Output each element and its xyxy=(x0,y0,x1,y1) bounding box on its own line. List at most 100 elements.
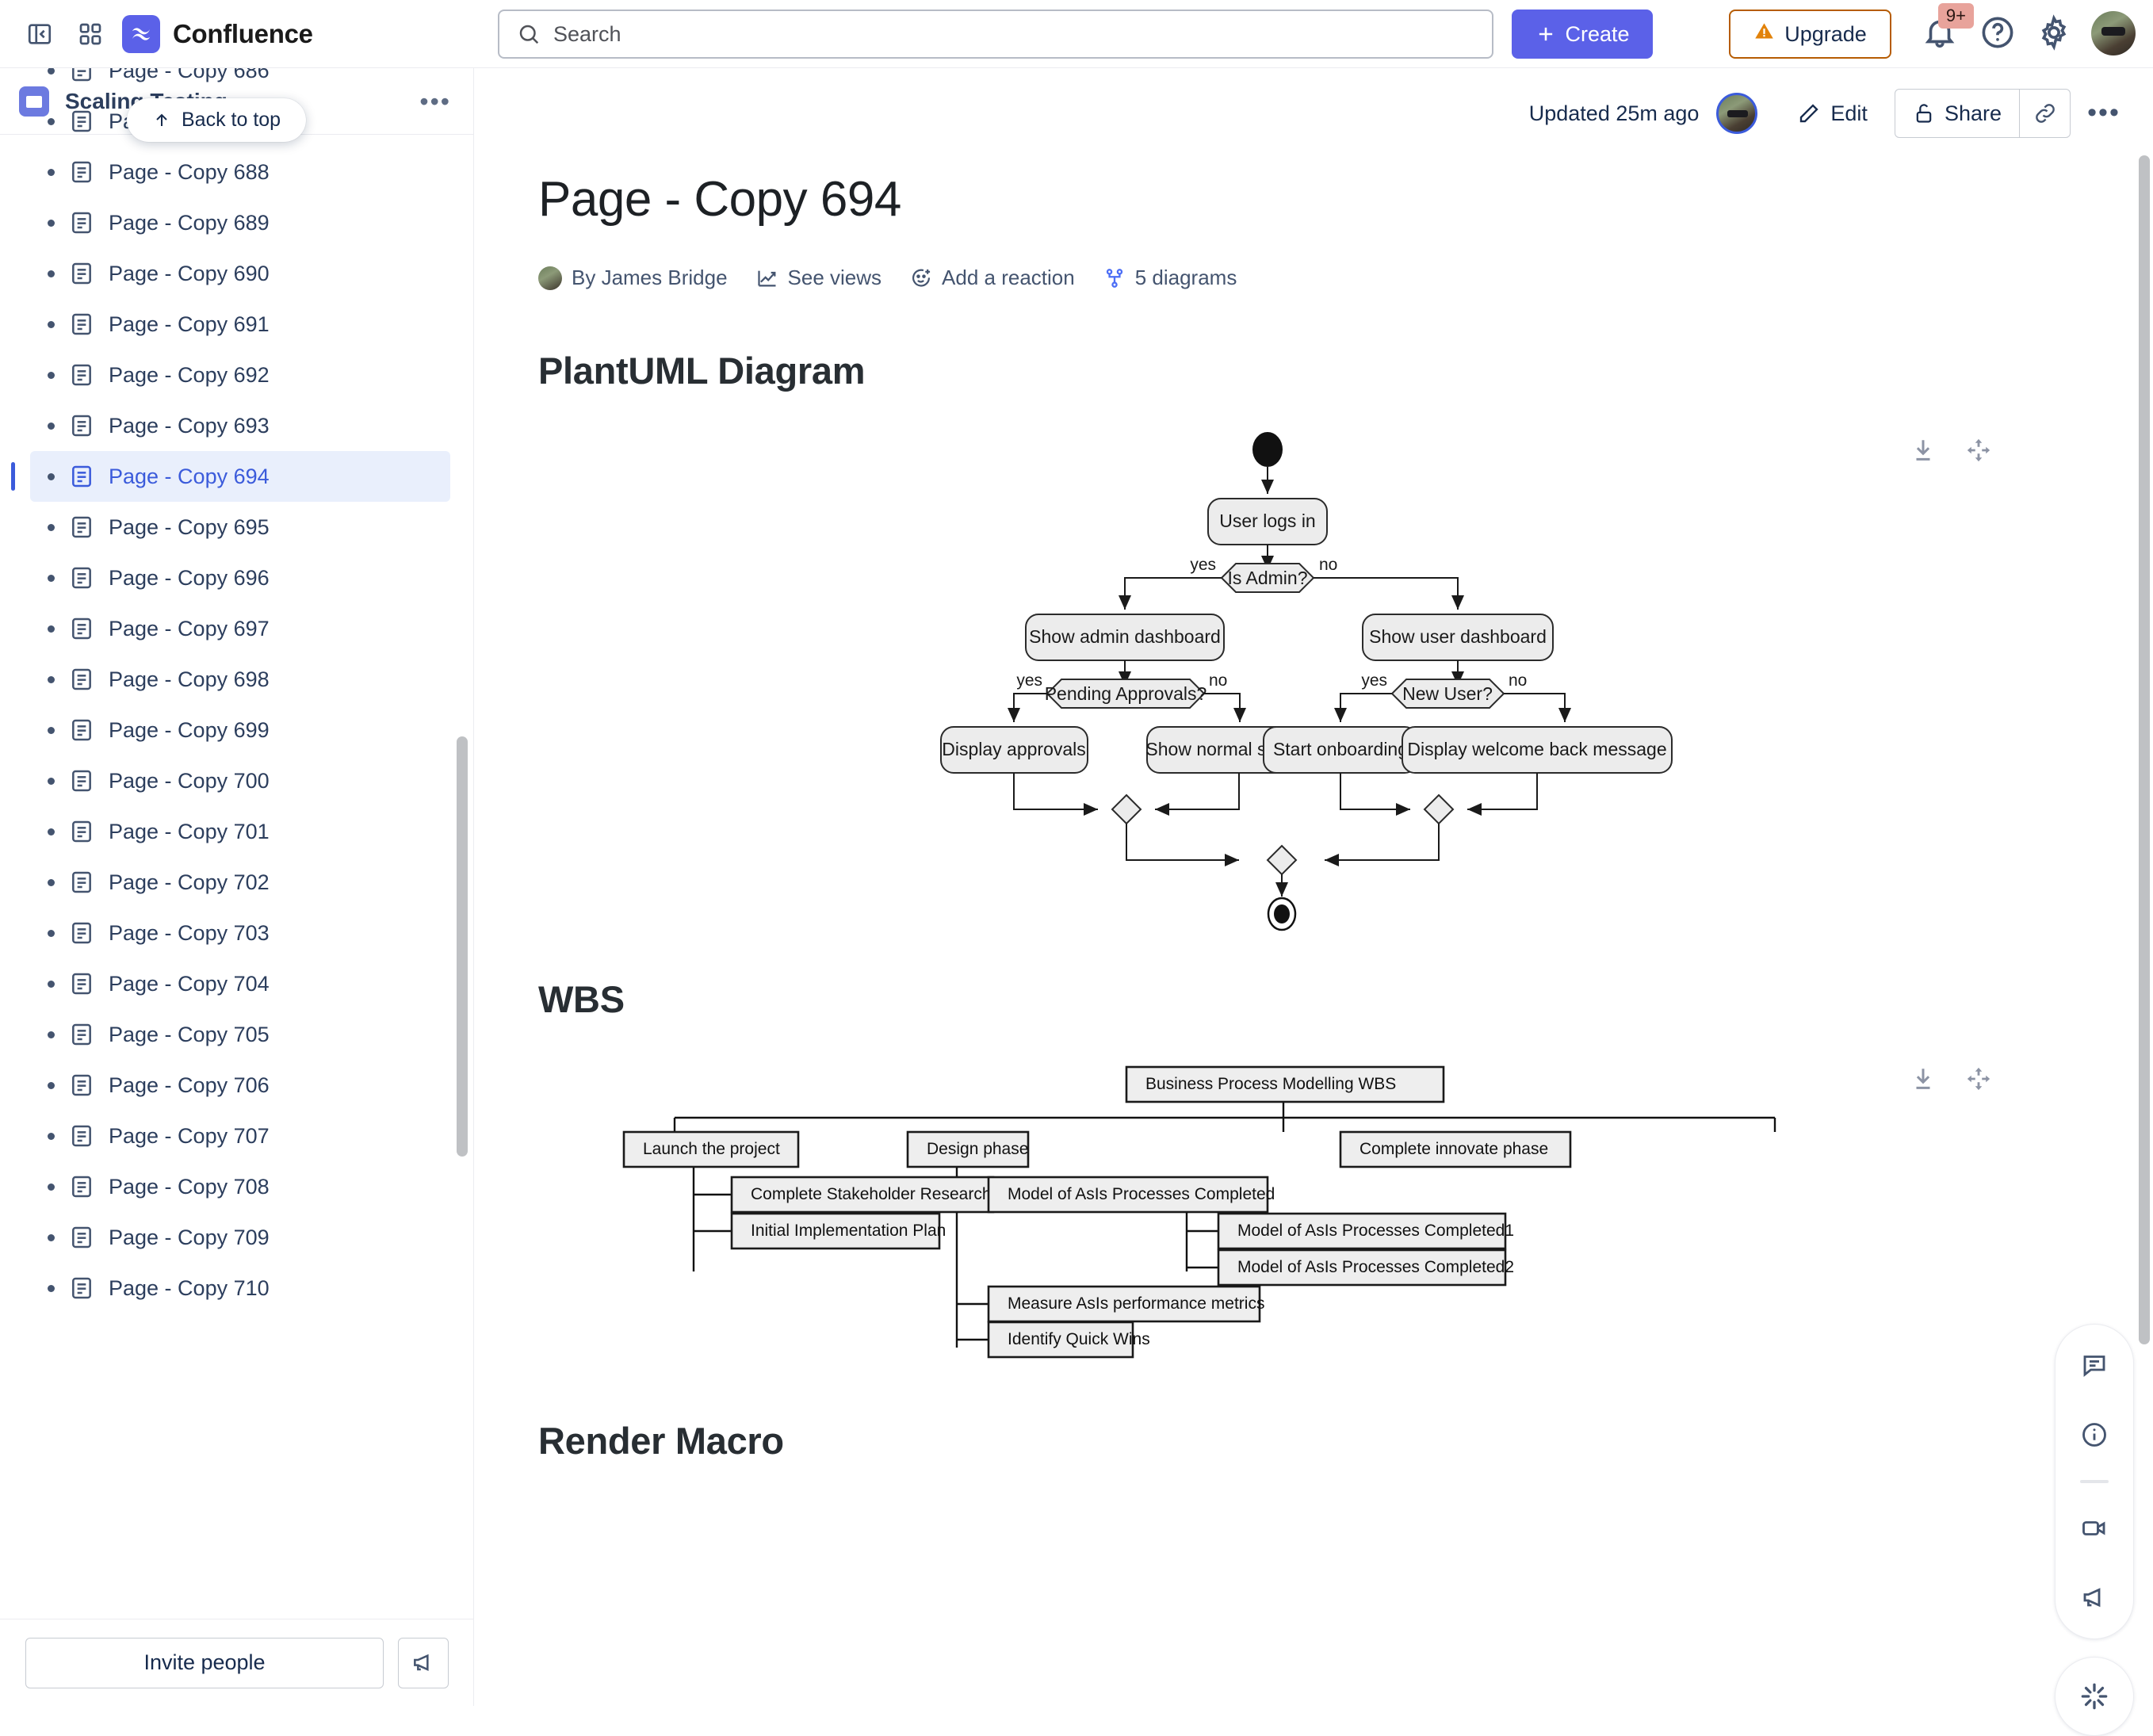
sidebar-page-item[interactable]: Page - Copy 704 xyxy=(30,958,450,1009)
sidebar-page-item[interactable]: Page - Copy 691 xyxy=(30,299,450,350)
bullet-icon xyxy=(48,320,55,328)
sidebar-page-item[interactable]: Page - Copy 688 xyxy=(30,147,450,197)
sidebar-page-item[interactable]: Page - Copy 692 xyxy=(30,350,450,400)
video-icon xyxy=(2082,1521,2105,1535)
invite-people-button[interactable]: Invite people xyxy=(25,1637,384,1688)
share-button[interactable]: Share xyxy=(1895,90,2019,137)
back-to-top-label: Back to top xyxy=(182,109,281,131)
upgrade-button[interactable]: Upgrade xyxy=(1729,10,1891,59)
bullet-icon xyxy=(48,523,55,531)
sidebar-page-item[interactable]: Page - Copy 693 xyxy=(30,400,450,451)
download-icon[interactable] xyxy=(1910,1065,1937,1096)
sidebar-page-item[interactable]: Page - Copy 699 xyxy=(30,705,450,755)
diagrams-count[interactable]: 5 diagrams xyxy=(1103,266,1237,290)
sidebar-page-item[interactable]: Page - Copy 690 xyxy=(30,248,450,299)
sidebar-page-item[interactable]: Page - Copy 702 xyxy=(30,857,450,908)
wbs-node-stakeholder-label: Complete Stakeholder Research xyxy=(751,1185,992,1203)
user-avatar[interactable] xyxy=(2091,11,2136,55)
sidebar-page-item[interactable]: Page - Copy 701 xyxy=(30,806,450,857)
sidebar-page-item[interactable]: Page - Copy 700 xyxy=(30,755,450,806)
sidebar-page-item[interactable]: Page - Copy 686 xyxy=(30,68,450,96)
last-editor-avatar[interactable] xyxy=(1716,93,1758,134)
create-button[interactable]: Create xyxy=(1512,10,1653,59)
page-more-actions-button[interactable]: ••• xyxy=(2087,98,2120,128)
main-scrollbar-thumb[interactable] xyxy=(2139,155,2150,1344)
add-reaction-button[interactable]: Add a reaction xyxy=(910,266,1075,290)
see-views-button[interactable]: See views xyxy=(756,266,881,290)
bullet-icon xyxy=(48,1132,55,1140)
sidebar-page-item[interactable]: Page - Copy 709 xyxy=(30,1212,450,1263)
sidebar-page-item[interactable]: Page - Copy 695 xyxy=(30,502,450,553)
sidebar-page-item[interactable]: Page - Copy 697 xyxy=(30,603,450,654)
gear-icon xyxy=(2041,14,2067,51)
sidebar-page-item[interactable]: Page - Copy 694 xyxy=(11,451,450,502)
document-icon xyxy=(69,1022,94,1047)
bullet-icon xyxy=(48,980,55,988)
wbs-node-asis-2: Model of AsIs Processes Completed2 xyxy=(1217,1248,1514,1287)
edit-label: Edit xyxy=(1830,101,1868,125)
document-icon xyxy=(69,159,94,185)
sidebar-feedback-button[interactable] xyxy=(398,1637,449,1688)
video-button[interactable] xyxy=(2070,1504,2119,1553)
sidebar-footer: Invite people xyxy=(0,1619,473,1706)
comments-button[interactable] xyxy=(2070,1340,2119,1390)
app-switcher-icon[interactable] xyxy=(68,12,113,56)
sidebar-toggle-icon[interactable] xyxy=(17,12,62,56)
bullet-icon xyxy=(48,117,55,125)
sidebar-page-item[interactable]: Page - Copy 705 xyxy=(30,1009,450,1060)
expand-icon[interactable] xyxy=(1965,437,1992,468)
bullet-icon xyxy=(48,422,55,430)
edit-button[interactable]: Edit xyxy=(1781,89,1883,138)
document-icon xyxy=(69,413,94,438)
sidebar-page-item[interactable]: Page - Copy 706 xyxy=(30,1060,450,1111)
invite-people-label: Invite people xyxy=(143,1650,266,1674)
edge-label-admin-no: no xyxy=(1319,556,1337,574)
notifications-button[interactable]: 9+ xyxy=(1922,3,1974,55)
sidebar-page-label: Page - Copy 692 xyxy=(109,362,270,387)
edge-label-pending-no: no xyxy=(1209,671,1227,690)
sidebar-page-item[interactable]: Page - Copy 698 xyxy=(30,654,450,705)
sidebar-page-item[interactable]: Page - Copy 710 xyxy=(30,1263,450,1313)
bullet-icon xyxy=(48,777,55,785)
copy-link-button[interactable] xyxy=(2019,90,2070,137)
brand-logo[interactable]: Confluence xyxy=(122,14,313,53)
sidebar-page-label: Page - Copy 707 xyxy=(109,1123,270,1148)
document-icon xyxy=(69,971,94,996)
bullet-icon xyxy=(48,472,55,480)
sidebar-page-item[interactable]: Page - Copy 696 xyxy=(30,553,450,603)
bullet-icon xyxy=(48,878,55,886)
settings-button[interactable] xyxy=(2036,14,2077,55)
announcements-button[interactable] xyxy=(2070,1573,2119,1623)
sidebar-scrollbar[interactable] xyxy=(457,736,469,1157)
right-floating-toolbar xyxy=(2053,1324,2136,1736)
sidebar-page-item[interactable]: Page - Copy 707 xyxy=(30,1111,450,1161)
comment-icon xyxy=(2083,1356,2105,1377)
search-input[interactable]: Search xyxy=(498,10,1493,59)
sidebar-page-item[interactable]: Page - Copy 708 xyxy=(30,1161,450,1212)
sidebar-scrollbar-thumb[interactable] xyxy=(457,736,468,1157)
sidebar-page-item[interactable]: Page - Copy 703 xyxy=(30,908,450,958)
wbs-node-design-label: Design phase xyxy=(927,1140,1028,1158)
decision-new-user-label: New User? xyxy=(1402,683,1493,704)
sidebar-page-label: Page - Copy 689 xyxy=(109,210,270,235)
back-to-top-button[interactable]: Back to top xyxy=(127,98,307,142)
diagrams-count-label: 5 diagrams xyxy=(1134,266,1237,289)
sidebar-page-label: Page - Copy 701 xyxy=(109,819,270,843)
download-icon[interactable] xyxy=(1910,437,1937,468)
document-icon xyxy=(69,514,94,540)
sidebar-page-item[interactable]: Page - Copy 689 xyxy=(30,197,450,248)
wbs-node-asis: Model of AsIs Processes Completed xyxy=(987,1176,1275,1214)
wbs-diagram-tools xyxy=(1910,1065,1992,1096)
edge-label-admin-yes: yes xyxy=(1190,556,1216,574)
bullet-icon xyxy=(48,828,55,835)
wbs-node-implementation: Initial Implementation Plan xyxy=(730,1212,946,1250)
expand-icon[interactable] xyxy=(1965,1065,1992,1096)
page-author[interactable]: By James Bridge xyxy=(538,266,728,290)
sidebar-page-label: Page - Copy 710 xyxy=(109,1275,270,1300)
bullet-icon xyxy=(48,1233,55,1241)
sidebar-page-label: Page - Copy 690 xyxy=(109,261,270,285)
page-info-button[interactable] xyxy=(2070,1410,2119,1459)
atlas-assistant-button[interactable] xyxy=(2055,1657,2134,1736)
help-button[interactable] xyxy=(1979,14,2021,55)
document-icon xyxy=(69,1123,94,1149)
